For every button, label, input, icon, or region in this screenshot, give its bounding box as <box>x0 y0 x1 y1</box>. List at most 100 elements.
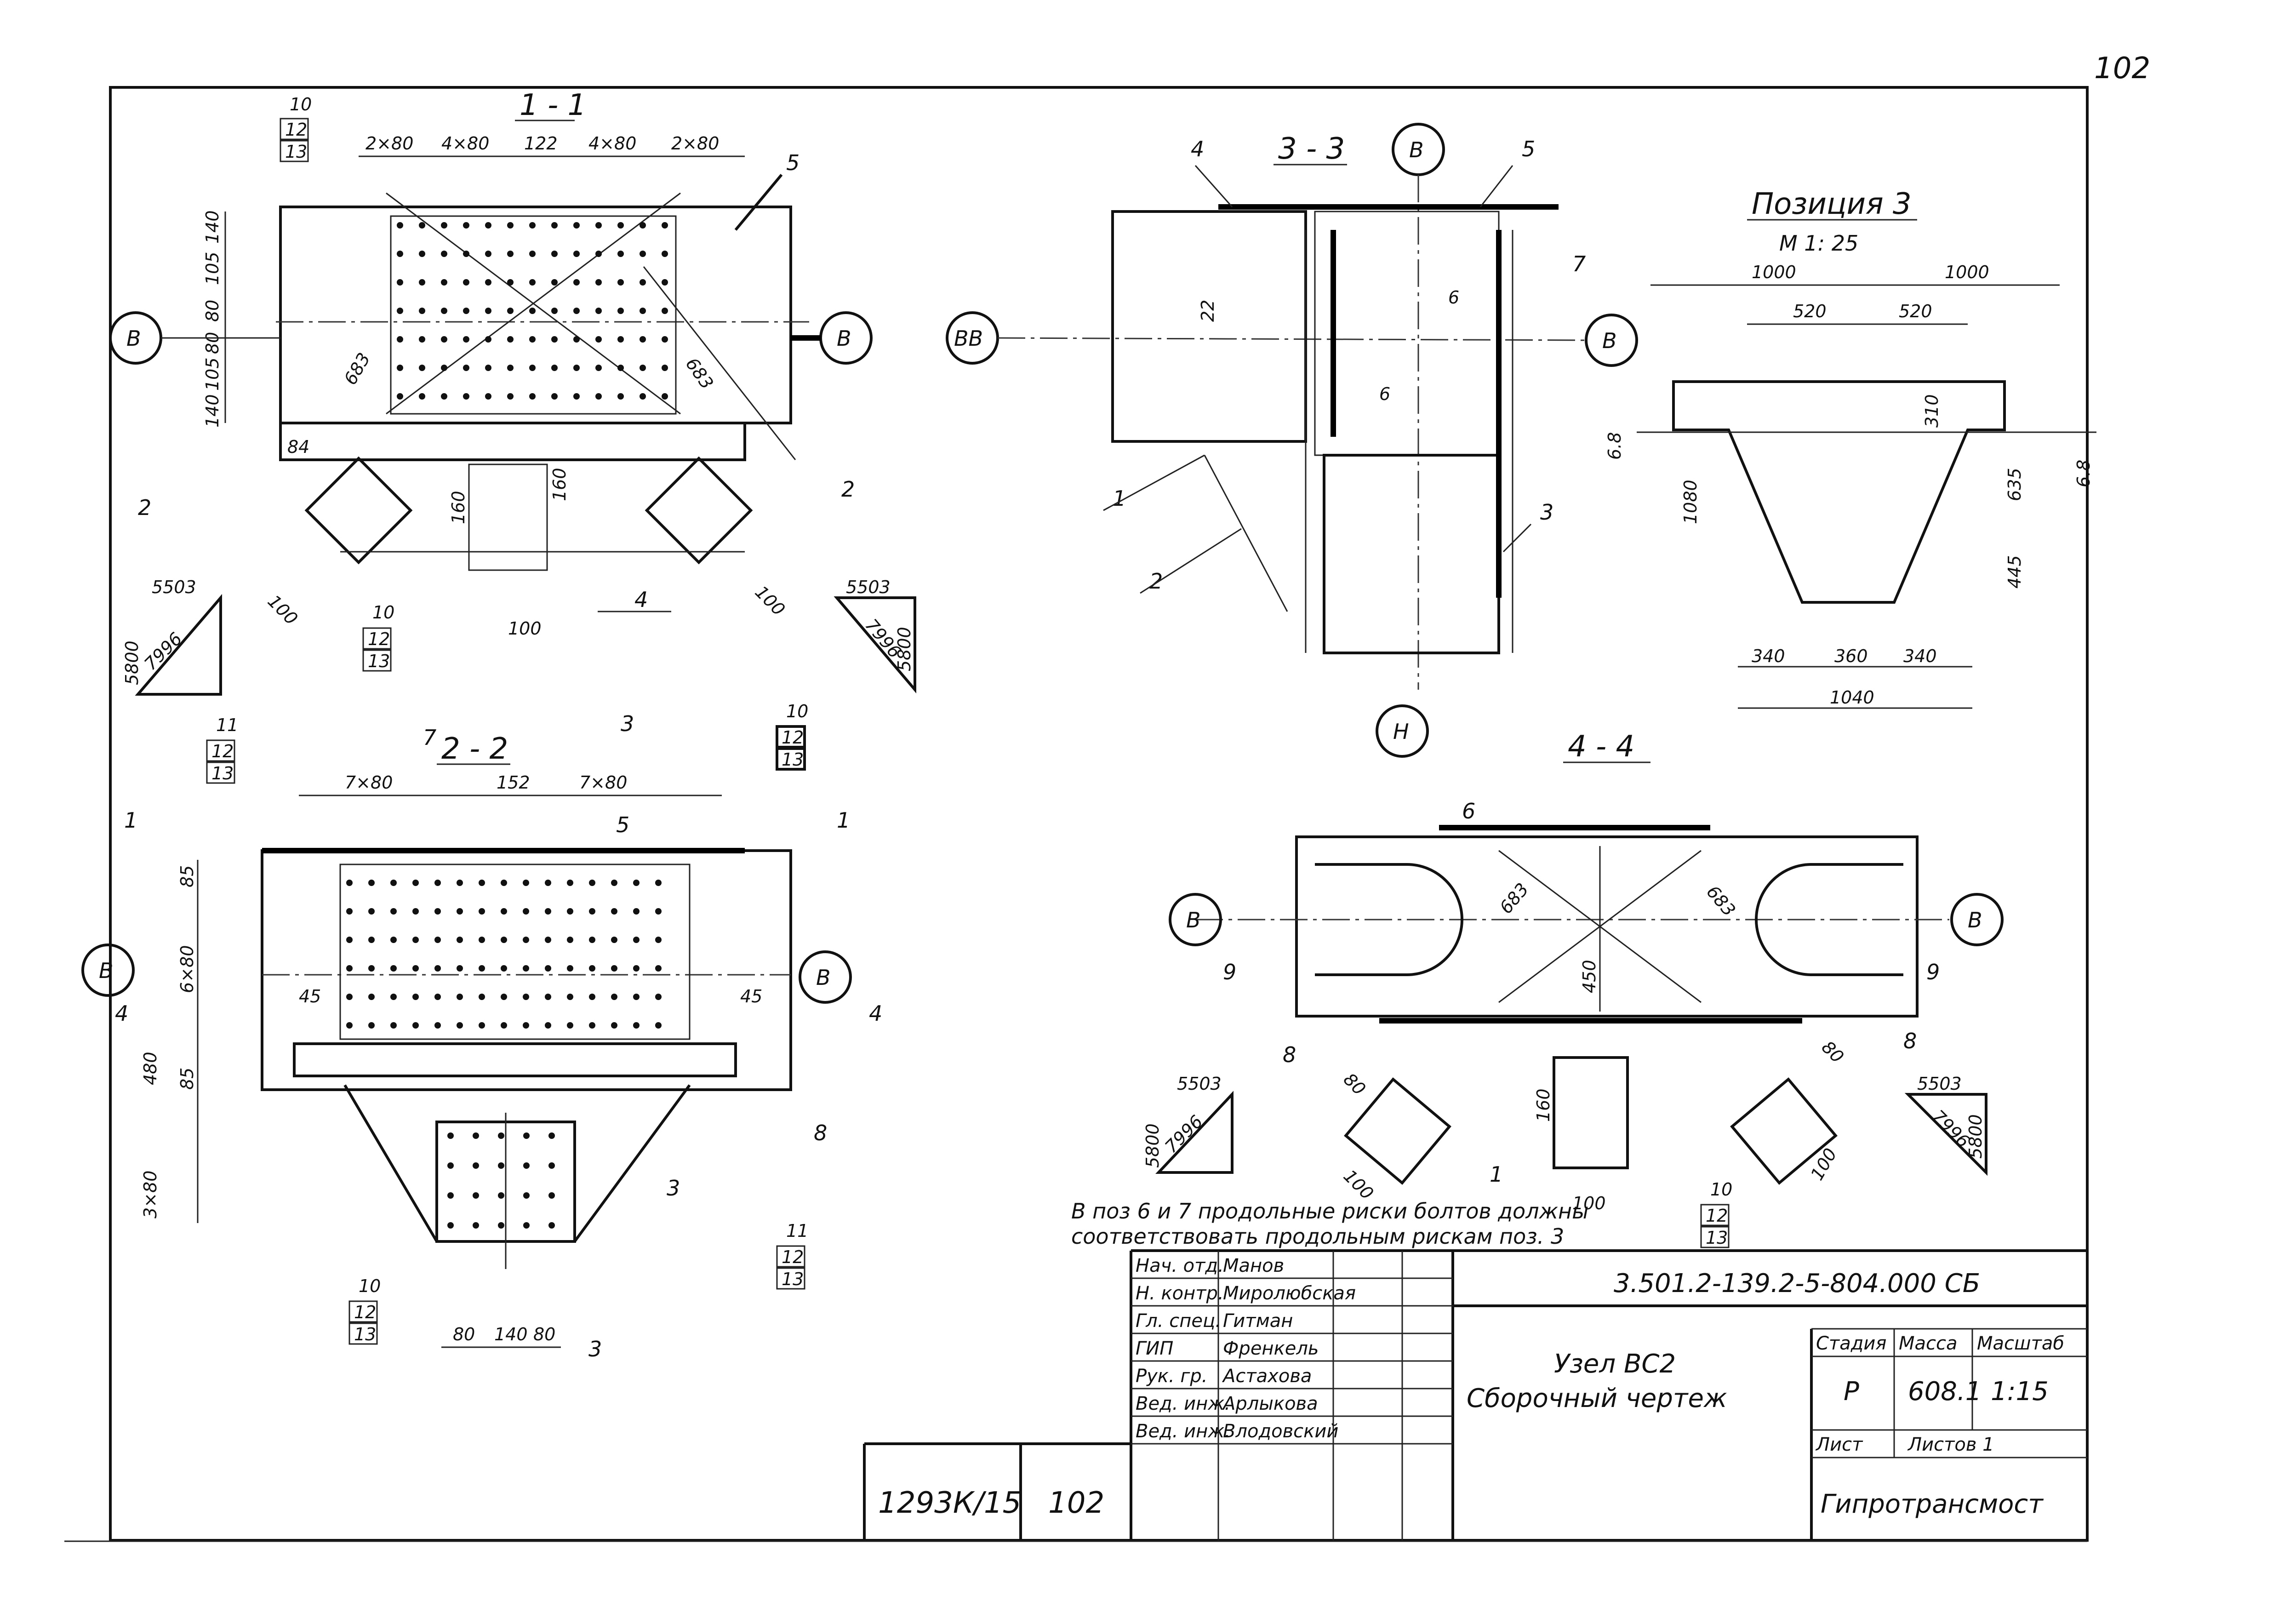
cut-mark: 2 <box>841 477 855 502</box>
bolt <box>412 994 419 1000</box>
cut-mark: 2 <box>138 495 151 520</box>
bolt <box>390 880 397 886</box>
bolt <box>397 393 403 400</box>
bolt <box>589 1022 595 1029</box>
callout: 8 <box>1283 1042 1296 1067</box>
bolt <box>548 1192 555 1199</box>
bolt <box>346 965 353 972</box>
bolt <box>529 336 536 343</box>
bolt <box>346 937 353 943</box>
bolt <box>545 880 551 886</box>
dim: 100 <box>1340 1166 1377 1203</box>
dim: 340 <box>1752 646 1785 666</box>
bolt <box>655 1022 662 1029</box>
sheet-label: Лист <box>1815 1434 1863 1455</box>
detail-title: Позиция 3 <box>1752 187 1912 221</box>
tb-name: Гитман <box>1223 1310 1293 1332</box>
bolt <box>567 908 573 915</box>
bolt <box>507 251 514 257</box>
bolt <box>434 908 441 915</box>
dim: 2×80 <box>365 133 413 154</box>
bolt <box>473 1192 479 1199</box>
bolt <box>662 365 668 371</box>
bolt <box>463 365 469 371</box>
bolt <box>548 1222 555 1229</box>
dim: 100 <box>1807 1145 1841 1184</box>
bolt <box>397 222 403 229</box>
bolt <box>545 937 551 943</box>
slope-value: 5800 <box>122 640 142 685</box>
bolt <box>640 222 646 229</box>
bolt <box>498 1162 504 1169</box>
bolt <box>523 1162 530 1169</box>
dim: 1000 <box>1752 262 1796 282</box>
bolt <box>390 937 397 943</box>
callout: 10 <box>1710 1179 1732 1200</box>
bolt <box>368 880 375 886</box>
dim: 340 <box>1903 646 1937 666</box>
col-scale: Масштаб <box>1977 1333 2064 1354</box>
bolt <box>498 1132 504 1139</box>
callout: 10 <box>372 602 394 623</box>
callout: 12 <box>368 629 390 649</box>
bolt <box>573 336 580 343</box>
bolt <box>457 1022 463 1029</box>
dim: 4×80 <box>588 133 636 154</box>
dim: 683 <box>1496 879 1532 918</box>
tb-role: Вед. инж. <box>1136 1393 1230 1414</box>
bolt <box>507 393 514 400</box>
bolt <box>595 251 602 257</box>
bolt <box>573 279 580 286</box>
bolt <box>529 308 536 314</box>
bolt <box>523 1192 530 1199</box>
bolt <box>545 994 551 1000</box>
slope-value: 7996 <box>1161 1111 1207 1157</box>
bolt <box>523 1022 529 1029</box>
bolt <box>368 994 375 1000</box>
bolt <box>633 1022 640 1029</box>
bolt <box>551 222 558 229</box>
axis-bubble: В <box>1186 908 1201 932</box>
tb-role: Гл. спец. <box>1136 1310 1221 1332</box>
dim: 2×80 <box>671 133 719 154</box>
callout: 9 <box>1223 960 1236 984</box>
bolt <box>507 279 514 286</box>
bolt <box>419 222 425 229</box>
bolt <box>479 965 485 972</box>
bolt <box>485 365 491 371</box>
bolt <box>529 251 536 257</box>
bolt <box>434 994 441 1000</box>
dim: 80 <box>453 1324 475 1344</box>
section-title: 3 - 3 <box>1278 132 1345 166</box>
archive-number: 1293К/15 <box>878 1486 1021 1520</box>
bolt <box>551 365 558 371</box>
dim: 7×80 <box>345 772 393 793</box>
col-mass: Масса <box>1899 1333 1958 1354</box>
archive-sheet: 102 <box>1048 1486 1104 1520</box>
callout: 4 <box>634 587 648 612</box>
slope-value: 5503 <box>846 577 891 597</box>
bolt <box>551 251 558 257</box>
bolt <box>589 908 595 915</box>
bolt <box>368 937 375 943</box>
bolt <box>368 1022 375 1029</box>
bolt <box>501 994 507 1000</box>
dim: 80 <box>533 1324 555 1344</box>
bolt <box>633 937 640 943</box>
dim: 105 <box>202 252 223 285</box>
bolt <box>523 937 529 943</box>
bolt <box>463 393 469 400</box>
bolt <box>640 308 646 314</box>
bolt <box>523 994 529 1000</box>
bolt <box>485 308 491 314</box>
bolt <box>479 880 485 886</box>
dim: 80 <box>1340 1069 1370 1099</box>
axis-bubble: ВВ <box>954 326 983 351</box>
bolt <box>419 279 425 286</box>
callout: 3 <box>1540 500 1553 525</box>
dim: 22 <box>1198 300 1218 322</box>
bolt <box>567 965 573 972</box>
callout: 8 <box>814 1121 827 1145</box>
col-stage: Стадия <box>1816 1333 1886 1354</box>
axis-bubble: В <box>837 326 851 351</box>
